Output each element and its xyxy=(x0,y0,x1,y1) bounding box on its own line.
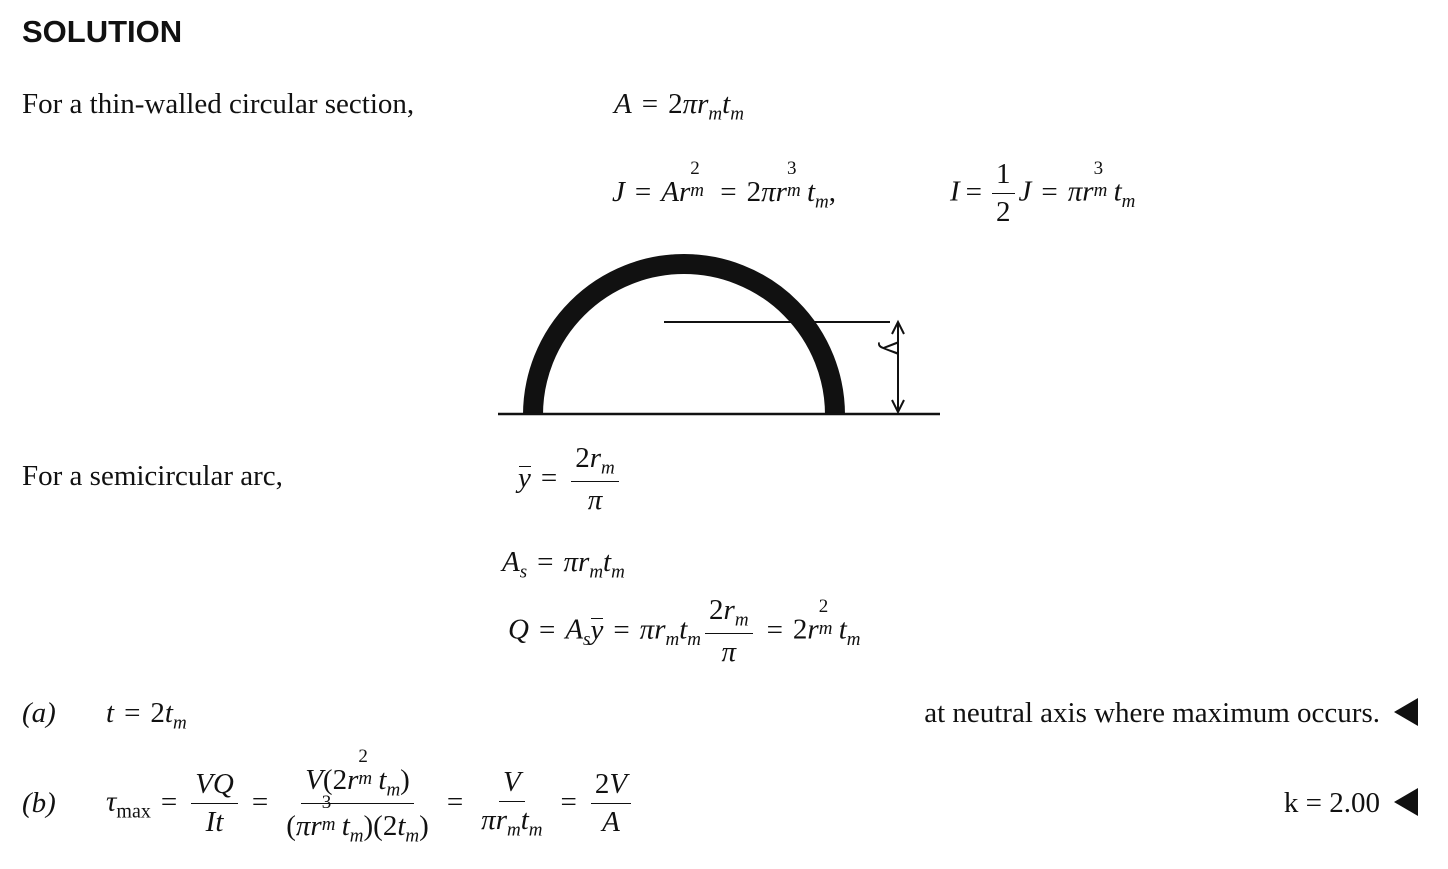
arc-text: For a semicircular arc, xyxy=(22,460,283,492)
part-b-result-text: k = 2.00 xyxy=(1283,787,1380,819)
semicircle-figure xyxy=(498,254,940,416)
intro-text: For a thin-walled circular section, xyxy=(22,88,415,120)
area-equation: A=2πrmtm xyxy=(614,88,744,125)
solution-heading: SOLUTION xyxy=(22,14,183,49)
left-triangle-icon xyxy=(1394,788,1418,816)
ybar-dimension-label: y xyxy=(878,342,908,355)
double-arrow-icon xyxy=(891,319,905,415)
arc-area-equation: As=πrmtm xyxy=(502,546,625,583)
part-a-note: at neutral axis where maximum occurs. xyxy=(924,697,1418,730)
thickness-equation: t=2tm xyxy=(106,697,187,734)
part-a-label: (a) xyxy=(22,697,56,729)
part-b-result: k = 2.00 xyxy=(1284,787,1418,820)
ybar-dimension-text: y xyxy=(877,341,908,355)
part-b-label: (b) xyxy=(22,787,56,819)
part-a-note-text: at neutral axis where maximum occurs. xyxy=(924,697,1380,729)
left-triangle-icon xyxy=(1394,698,1418,726)
